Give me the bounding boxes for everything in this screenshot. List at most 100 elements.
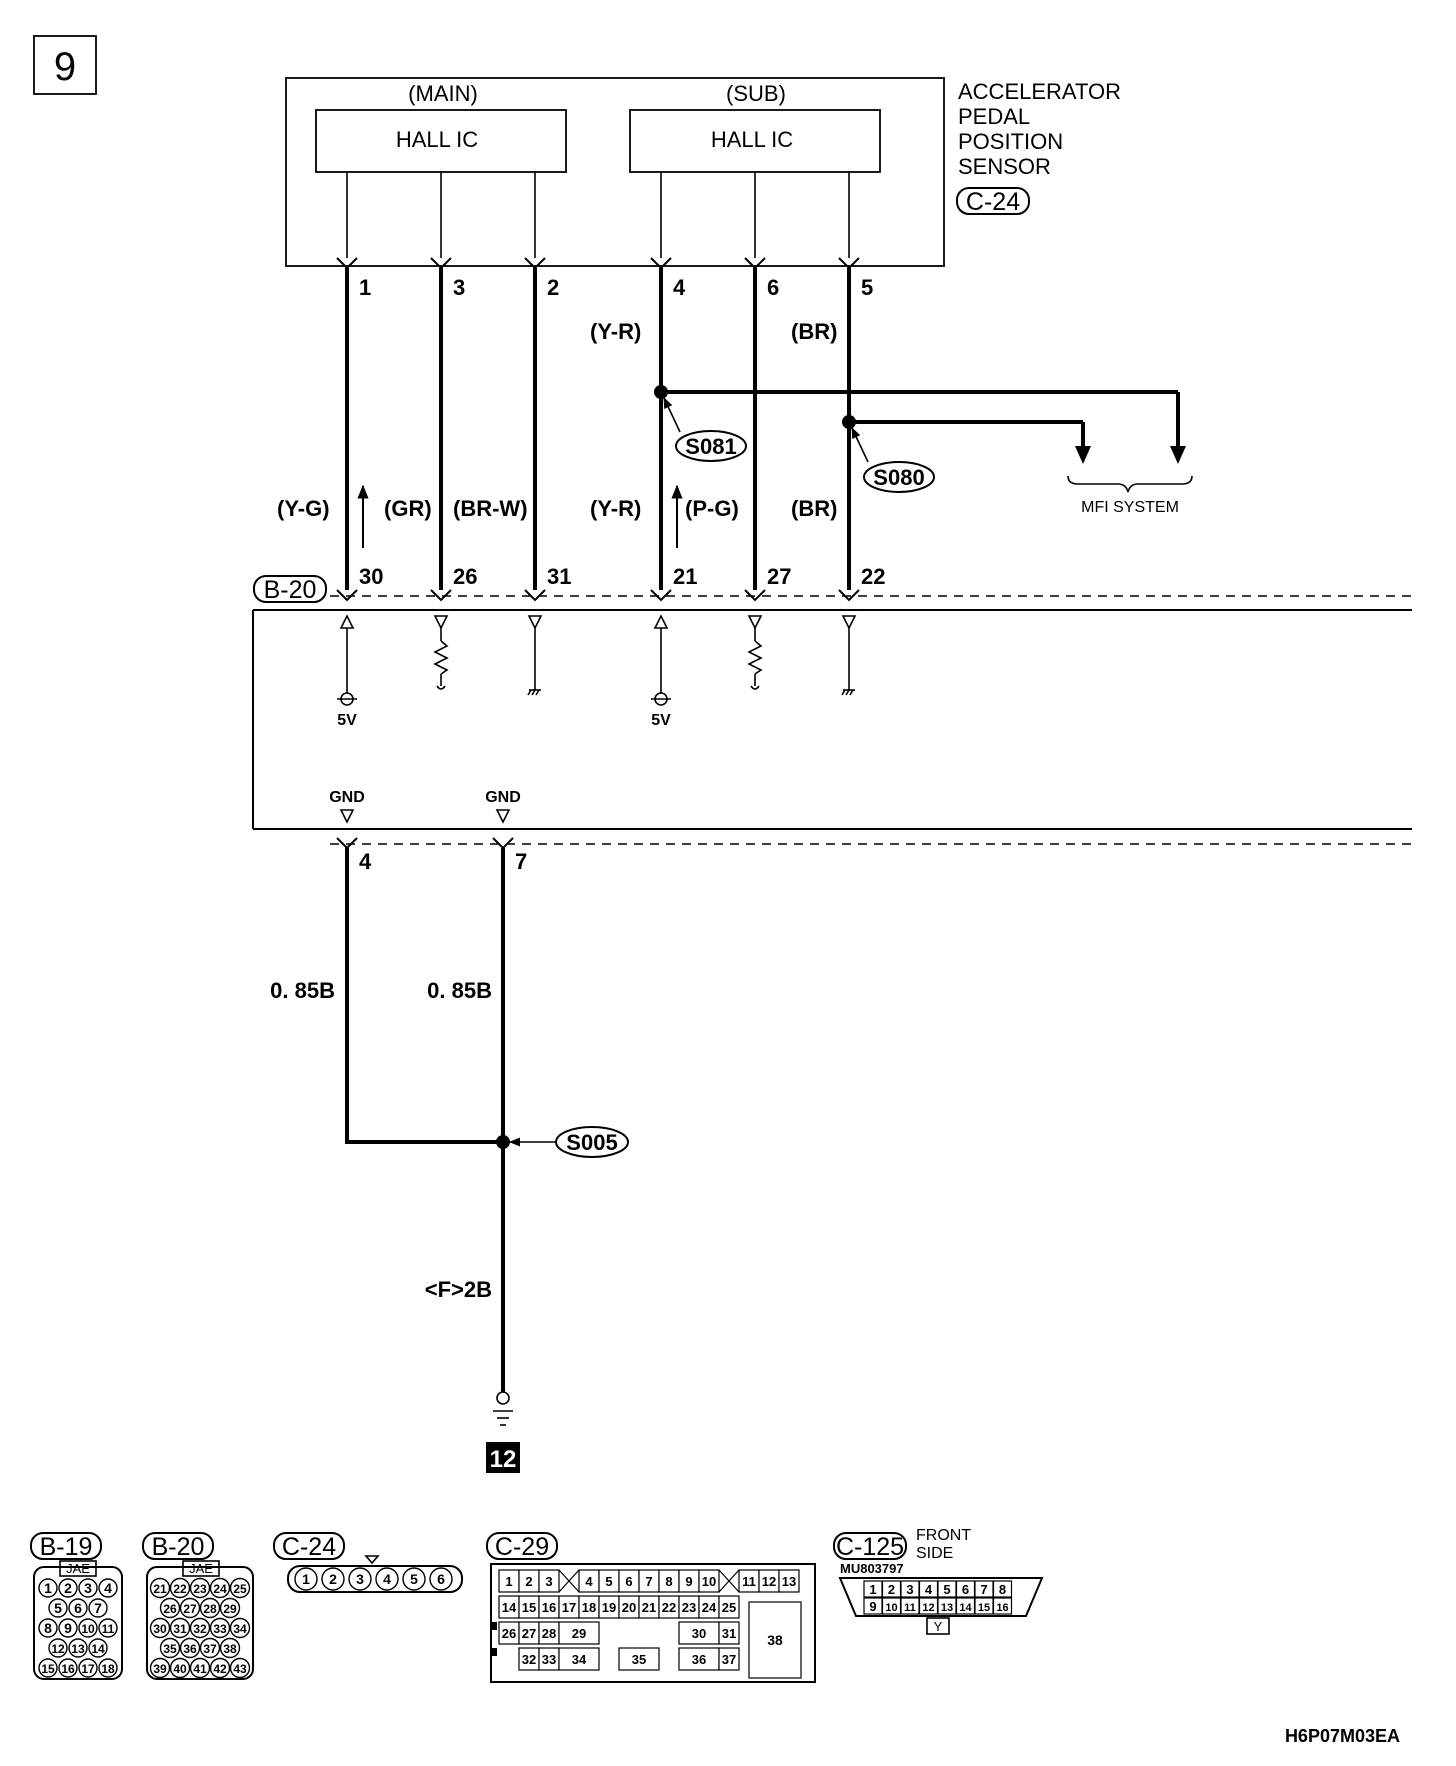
sensor-name-line-3: POSITION xyxy=(958,129,1063,154)
connector-pin xyxy=(38,1618,58,1638)
mfi-system-label: MFI SYSTEM xyxy=(1081,499,1179,516)
mfi-branches xyxy=(654,385,1193,493)
connector-pin-label: 6 xyxy=(962,1582,969,1597)
svg-text:JAE: JAE xyxy=(66,1561,90,1576)
sensor-pin-2: 2 xyxy=(547,275,559,300)
connector-pin xyxy=(58,1578,78,1598)
connector-pin-label: 2 xyxy=(64,1580,72,1596)
wire-color-p-g: (P-G) xyxy=(685,496,739,521)
connector-pin-label: 2 xyxy=(329,1571,337,1587)
hall-ic-sub xyxy=(629,109,881,173)
connector-pin-label: 33 xyxy=(213,1622,227,1636)
connector-pin-label: 4 xyxy=(383,1571,391,1587)
connector-pin-label: 35 xyxy=(163,1642,177,1656)
gnd-pin-7: 7 xyxy=(515,849,527,874)
connector-c125-name: C-125 xyxy=(836,1533,904,1561)
ground-wire-size-3: <F>2B xyxy=(425,1277,492,1302)
splice-s081: S081 xyxy=(663,396,747,462)
connector-pin-label: 27 xyxy=(522,1626,536,1641)
connector-pin xyxy=(229,1657,251,1679)
connector-pin xyxy=(229,1577,251,1599)
connector-pin-label: 31 xyxy=(722,1626,736,1641)
ecu-pin-30: 30 xyxy=(359,564,383,589)
connector-b20-name: B-20 xyxy=(152,1533,205,1561)
connector-pin-label: 12 xyxy=(922,1602,934,1614)
connector-pin-label: 33 xyxy=(542,1652,556,1667)
main-label: (MAIN) xyxy=(408,81,478,106)
connector-pin-label: 26 xyxy=(502,1626,516,1641)
connector-pin xyxy=(348,1567,372,1591)
sensor-connector-tag: C-24 xyxy=(956,187,1030,216)
connector-pin xyxy=(179,1597,201,1619)
sensor-name-line-4: SENSOR xyxy=(958,154,1051,179)
connector-pin-label: 5 xyxy=(605,1574,612,1589)
connector-pin-label: 22 xyxy=(173,1582,187,1596)
connector-pin-label: 1 xyxy=(505,1574,512,1589)
connector-pin xyxy=(98,1618,118,1638)
connector-pin-label: 13 xyxy=(941,1602,953,1614)
connector-pin-label: 21 xyxy=(642,1600,656,1615)
connector-pin xyxy=(189,1577,211,1599)
connector-c125-part-number: MU803797 xyxy=(840,1561,904,1576)
connector-pin-label: 6 xyxy=(74,1600,82,1616)
ecu-pin-21: 21 xyxy=(673,564,697,589)
connector-pin-label: 30 xyxy=(692,1626,706,1641)
sensor-pin-3: 3 xyxy=(453,275,465,300)
connector-pin-label: 43 xyxy=(233,1662,247,1676)
splice-s005: S005 xyxy=(508,1126,629,1158)
supply-5v-label-2: 5V xyxy=(651,712,671,729)
connector-pin-label: 3 xyxy=(906,1582,913,1597)
figure-code: H6P07M03EA xyxy=(1285,1726,1400,1746)
connector-pin-label: 6 xyxy=(625,1574,632,1589)
ecu-pin-27: 27 xyxy=(767,564,791,589)
connector-pin-label: 9 xyxy=(869,1599,876,1614)
connector-pin-label: 10 xyxy=(702,1574,716,1589)
connector-pin xyxy=(48,1638,68,1658)
ground-point-number: 12 xyxy=(490,1446,517,1473)
connector-pin-label: 5 xyxy=(54,1600,62,1616)
connector-pin-label: 21 xyxy=(153,1582,167,1596)
connector-pin xyxy=(88,1598,108,1618)
connector-pin-label: 18 xyxy=(582,1600,596,1615)
connector-pin-label: 31 xyxy=(173,1622,187,1636)
hall-ic-sub-label: HALL IC xyxy=(711,127,793,152)
ecu-internal-pullup-1 xyxy=(433,615,449,690)
gnd-pin-marks xyxy=(336,837,514,850)
connector-pin xyxy=(78,1578,98,1598)
connector-pin xyxy=(189,1617,211,1639)
connector-pin xyxy=(38,1658,58,1678)
sensor-pin-5: 5 xyxy=(861,275,873,300)
connector-pin xyxy=(199,1637,221,1659)
connector-pin-label: 11 xyxy=(904,1602,916,1614)
connector-pin-label: 28 xyxy=(203,1602,217,1616)
connector-pin-label: 1 xyxy=(869,1582,876,1597)
accelerator-pedal-position-sensor: (MAIN) (SUB) HALL IC HALL IC xyxy=(285,77,945,267)
connector-pin xyxy=(618,1647,660,1671)
connector-pin xyxy=(149,1577,171,1599)
connector-pin-label: 35 xyxy=(632,1652,646,1667)
connector-pin-label: 38 xyxy=(767,1632,783,1648)
connector-pin-label: 7 xyxy=(94,1600,102,1616)
connector-pin-label: 36 xyxy=(692,1652,706,1667)
sensor-name-line-1: ACCELERATOR xyxy=(958,79,1121,104)
connector-pin-label: 13 xyxy=(782,1574,796,1589)
connector-pin-label: 8 xyxy=(44,1620,52,1636)
wire-color-br-lower: (BR) xyxy=(791,496,837,521)
connector-pin-label: 17 xyxy=(562,1600,576,1615)
sensor-to-ecu-wires xyxy=(345,268,851,590)
ecu-internal-ground-1 xyxy=(527,615,543,696)
connector-pin xyxy=(179,1637,201,1659)
sensor-name-line-2: PEDAL xyxy=(958,104,1030,129)
connector-pin xyxy=(209,1577,231,1599)
connector-pin xyxy=(159,1597,181,1619)
connector-pin-label: 22 xyxy=(662,1600,676,1615)
connector-pin xyxy=(68,1598,88,1618)
ecu-pin-22: 22 xyxy=(861,564,885,589)
wire-color-br-upper: (BR) xyxy=(791,319,837,344)
